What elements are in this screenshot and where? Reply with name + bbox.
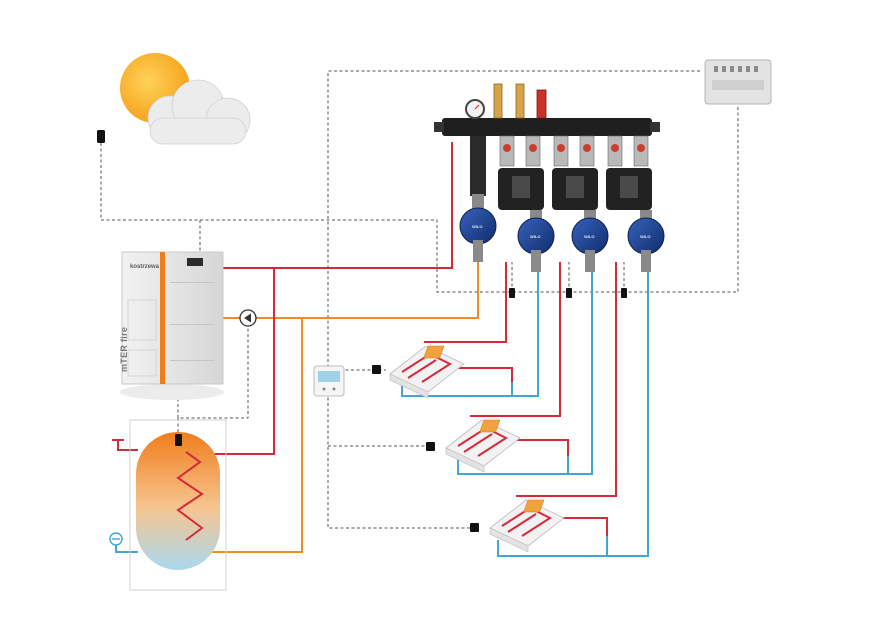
return-pipes <box>115 262 649 557</box>
hot-water-tank-icon <box>109 419 227 591</box>
blue-pipe-zone-3 <box>497 262 649 557</box>
wire-outdoor-sensor <box>100 107 739 293</box>
circulator-pump-icon: WILO <box>627 210 665 272</box>
circulator-pump-icon: WILO <box>459 194 497 262</box>
underfloor-heating-zone-icon <box>489 499 565 553</box>
wire-boiler-tank <box>177 318 249 419</box>
pump-sensor-icon <box>621 288 627 298</box>
orange-pipe-boiler-manifold <box>222 262 479 319</box>
pump-group: WILO WILO WILO WILO <box>459 194 665 272</box>
pump-sensor-icon <box>509 288 515 298</box>
red-pipe-boiler-manifold <box>222 142 453 269</box>
controller-module-icon <box>704 59 772 105</box>
pump-1-label: WILO <box>472 224 482 229</box>
pellet-boiler-icon: kostrzewa mTER fire <box>119 251 224 400</box>
pump-4-label: WILO <box>640 234 650 239</box>
blue-tank-inlet <box>115 545 138 553</box>
tank-valve-icon <box>109 532 123 546</box>
underfloor-heating-zone-icon <box>389 345 465 399</box>
underfloor-heating-zone-icon <box>445 419 521 473</box>
cloud-icon <box>147 79 251 145</box>
zone-sensor-icon <box>470 523 479 532</box>
sun-cloud-icon <box>120 53 251 145</box>
circulator-pump-icon: WILO <box>571 210 609 272</box>
circulator-pump-icon: WILO <box>517 210 555 272</box>
pump-3-label: WILO <box>584 234 594 239</box>
pump-sensor-icon <box>566 288 572 298</box>
red-tank-tap <box>117 440 138 451</box>
red-pipe-zone-2 <box>470 262 561 417</box>
red-pipe-zone-3 <box>516 262 617 497</box>
tank-sensor-icon <box>175 434 182 446</box>
control-wiring <box>100 70 739 529</box>
room-thermostat-icon <box>313 365 345 397</box>
red-zone-2-loop <box>495 439 569 456</box>
red-pipe-zone-1 <box>424 262 507 343</box>
zone-sensor-icon <box>426 442 435 451</box>
red-zone-1-loop <box>455 367 513 382</box>
boiler-brand-text: kostrzewa <box>130 264 160 270</box>
pump-2-label: WILO <box>530 234 540 239</box>
boiler-model-text: mTER fire <box>119 327 129 372</box>
circulation-pump-icon <box>239 309 257 327</box>
wire-main-bus <box>327 70 700 529</box>
blue-pipe-zone-2 <box>457 262 593 475</box>
outdoor-sensor-icon <box>97 130 105 143</box>
blue-pipe-zone-1 <box>401 262 539 397</box>
zone-sensor-icon <box>372 365 381 374</box>
zone-sensors <box>372 288 627 532</box>
manifold-icon <box>434 83 660 210</box>
